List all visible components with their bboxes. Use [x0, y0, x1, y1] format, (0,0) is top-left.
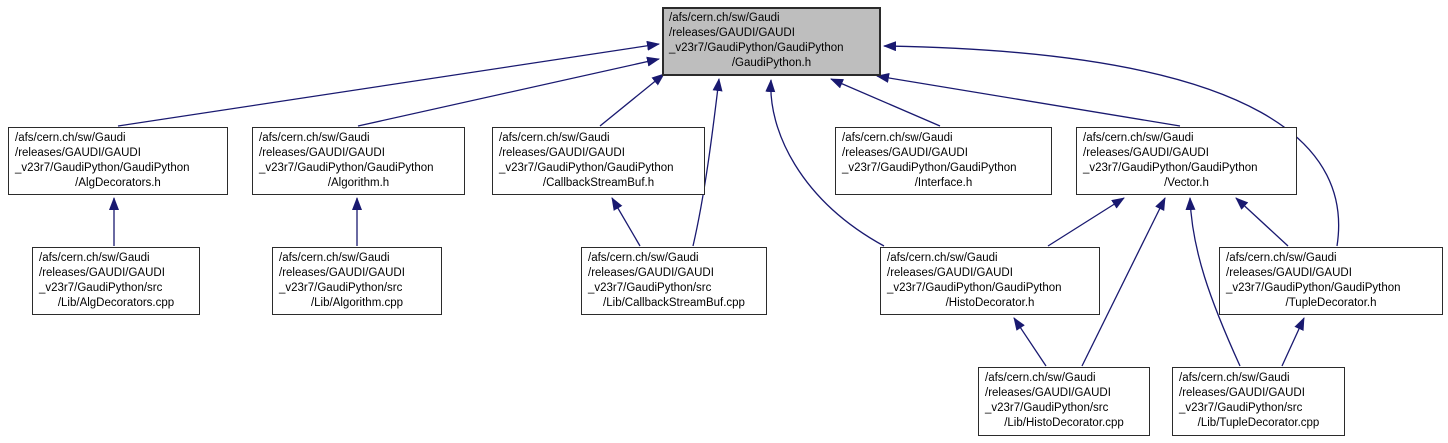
- node-path-line: /afs/cern.ch/sw/Gaudi: [1226, 252, 1337, 264]
- node-path-line: /Vector.h: [1164, 177, 1209, 189]
- node-vector-h[interactable]: /afs/cern.ch/sw/Gaudi/releases/GAUDI/GAU…: [1076, 127, 1297, 195]
- node-path-line: /afs/cern.ch/sw/Gaudi: [985, 372, 1096, 384]
- node-algdecorators-cpp[interactable]: /afs/cern.ch/sw/Gaudi/releases/GAUDI/GAU…: [32, 247, 200, 315]
- node-path-line: /afs/cern.ch/sw/Gaudi: [279, 252, 390, 264]
- node-callbackstreambuf-h[interactable]: /afs/cern.ch/sw/Gaudi/releases/GAUDI/GAU…: [492, 127, 705, 195]
- node-path-line: /releases/GAUDI/GAUDI: [669, 27, 795, 39]
- node-path-line: /releases/GAUDI/GAUDI: [39, 267, 165, 279]
- node-path-line: /HistoDecorator.h: [945, 297, 1035, 309]
- node-algorithm-cpp[interactable]: /afs/cern.ch/sw/Gaudi/releases/GAUDI/GAU…: [272, 247, 442, 315]
- edge-histodecorator-cpp-to-histodecorator-h: [1013, 317, 1047, 367]
- node-path-line: /Algorithm.h: [327, 177, 390, 189]
- node-path-line: /releases/GAUDI/GAUDI: [1179, 387, 1305, 399]
- node-path-line: /afs/cern.ch/sw/Gaudi: [1083, 132, 1194, 144]
- node-histodecorator-cpp[interactable]: /afs/cern.ch/sw/Gaudi/releases/GAUDI/GAU…: [978, 367, 1150, 436]
- node-algorithm-h[interactable]: /afs/cern.ch/sw/Gaudi/releases/GAUDI/GAU…: [252, 127, 465, 195]
- node-path-line: /releases/GAUDI/GAUDI: [1226, 267, 1352, 279]
- edge-tupledecorator-cpp-to-tupledecorator-h: [1281, 317, 1305, 367]
- node-interface-h[interactable]: /afs/cern.ch/sw/Gaudi/releases/GAUDI/GAU…: [835, 127, 1052, 195]
- node-gaudipython-h[interactable]: /afs/cern.ch/sw/Gaudi/releases/GAUDI/GAU…: [662, 7, 881, 76]
- node-path-line: /Lib/Algorithm.cpp: [310, 297, 404, 309]
- node-path-line: /releases/GAUDI/GAUDI: [887, 267, 1013, 279]
- edge-algdecorators-h-to-gaudipython-h: [117, 40, 660, 127]
- node-path-line: /releases/GAUDI/GAUDI: [499, 147, 625, 159]
- edge-algorithm-h-to-gaudipython-h: [357, 56, 660, 127]
- node-path-line: /releases/GAUDI/GAUDI: [842, 147, 968, 159]
- node-path-line: /afs/cern.ch/sw/Gaudi: [1179, 372, 1290, 384]
- node-path-line: /afs/cern.ch/sw/Gaudi: [499, 132, 610, 144]
- node-path-line: /Interface.h: [914, 177, 973, 189]
- node-path-line: /afs/cern.ch/sw/Gaudi: [259, 132, 370, 144]
- edge-callbackstreambuf-cpp-to-callbackstreambuf-h: [611, 197, 641, 247]
- node-path-line: /afs/cern.ch/sw/Gaudi: [588, 252, 699, 264]
- node-path-line: _v23r7/GaudiPython/src: [588, 282, 712, 294]
- node-callbackstreambuf-cpp[interactable]: /afs/cern.ch/sw/Gaudi/releases/GAUDI/GAU…: [581, 247, 767, 315]
- node-path-line: /CallbackStreamBuf.h: [542, 177, 655, 189]
- node-path-line: _v23r7/GaudiPython/GaudiPython: [887, 282, 1062, 294]
- node-path-line: /afs/cern.ch/sw/Gaudi: [39, 252, 150, 264]
- node-path-line: /afs/cern.ch/sw/Gaudi: [842, 132, 953, 144]
- node-path-line: /releases/GAUDI/GAUDI: [279, 267, 405, 279]
- node-algdecorators-h[interactable]: /afs/cern.ch/sw/Gaudi/releases/GAUDI/GAU…: [8, 127, 228, 195]
- edge-callbackstreambuf-h-to-gaudipython-h: [599, 73, 665, 127]
- node-path-line: /releases/GAUDI/GAUDI: [985, 387, 1111, 399]
- node-path-line: _v23r7/GaudiPython/GaudiPython: [842, 162, 1017, 174]
- node-tupledecorator-h[interactable]: /afs/cern.ch/sw/Gaudi/releases/GAUDI/GAU…: [1219, 247, 1443, 315]
- node-tupledecorator-cpp[interactable]: /afs/cern.ch/sw/Gaudi/releases/GAUDI/GAU…: [1172, 367, 1345, 436]
- node-path-line: _v23r7/GaudiPython/src: [279, 282, 403, 294]
- edge-vector-h-to-gaudipython-h: [876, 73, 1181, 127]
- node-path-line: /afs/cern.ch/sw/Gaudi: [887, 252, 998, 264]
- node-path-line: _v23r7/GaudiPython/src: [1179, 402, 1303, 414]
- node-path-line: _v23r7/GaudiPython/GaudiPython: [499, 162, 674, 174]
- edge-interface-h-to-gaudipython-h: [830, 78, 941, 127]
- node-path-line: /AlgDecorators.h: [75, 177, 161, 189]
- node-path-line: _v23r7/GaudiPython/src: [985, 402, 1109, 414]
- node-path-line: /releases/GAUDI/GAUDI: [15, 147, 141, 159]
- node-path-line: /afs/cern.ch/sw/Gaudi: [669, 12, 780, 24]
- node-path-line: _v23r7/GaudiPython/GaudiPython: [15, 162, 190, 174]
- node-path-line: _v23r7/GaudiPython/GaudiPython: [1226, 282, 1401, 294]
- node-path-line: /TupleDecorator.h: [1285, 297, 1377, 309]
- node-path-line: /Lib/TupleDecorator.cpp: [1197, 417, 1320, 429]
- node-path-line: _v23r7/GaudiPython/src: [39, 282, 163, 294]
- node-path-line: /releases/GAUDI/GAUDI: [1083, 147, 1209, 159]
- node-path-line: _v23r7/GaudiPython/GaudiPython: [259, 162, 434, 174]
- node-path-line: /Lib/AlgDecorators.cpp: [57, 297, 175, 309]
- node-path-line: _v23r7/GaudiPython/GaudiPython: [669, 42, 844, 54]
- node-path-line: /afs/cern.ch/sw/Gaudi: [15, 132, 126, 144]
- edge-histodecorator-h-to-vector-h: [1047, 197, 1125, 247]
- edge-tupledecorator-h-to-vector-h: [1235, 197, 1289, 247]
- node-path-line: /Lib/HistoDecorator.cpp: [1004, 417, 1124, 429]
- node-path-line: /releases/GAUDI/GAUDI: [259, 147, 385, 159]
- node-path-line: _v23r7/GaudiPython/GaudiPython: [1083, 162, 1258, 174]
- node-path-line: /releases/GAUDI/GAUDI: [588, 267, 714, 279]
- node-path-line: /GaudiPython.h: [731, 57, 812, 69]
- node-path-line: /Lib/CallbackStreamBuf.cpp: [603, 297, 745, 309]
- node-histodecorator-h[interactable]: /afs/cern.ch/sw/Gaudi/releases/GAUDI/GAU…: [880, 247, 1100, 315]
